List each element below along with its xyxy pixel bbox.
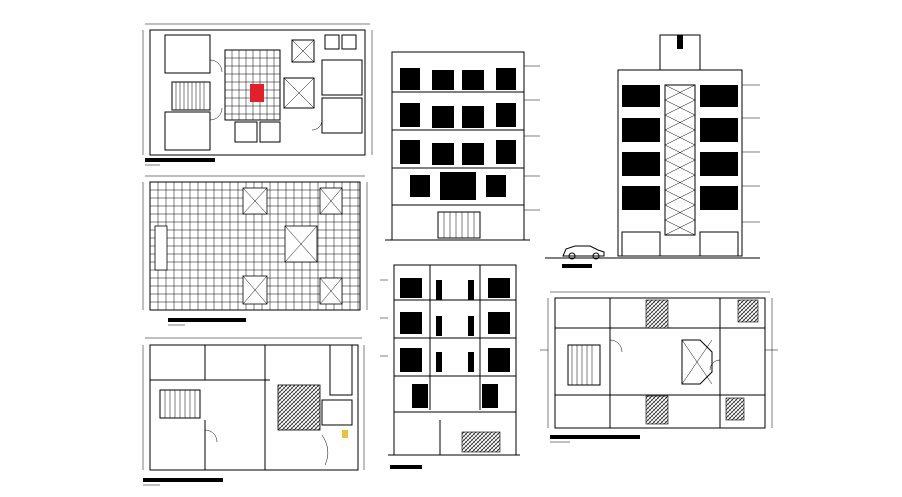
- elevation-side: [545, 34, 760, 268]
- section: [380, 264, 520, 469]
- elevation-front: [385, 51, 540, 241]
- car-icon: [562, 245, 605, 260]
- side-windows: [622, 85, 738, 210]
- plan-typical: [142, 337, 365, 486]
- marker-tag: [342, 430, 348, 438]
- front-windows: [400, 68, 516, 200]
- plan-roof: [142, 175, 368, 326]
- core-tiles: [224, 49, 281, 121]
- section-openings: [400, 278, 510, 408]
- plan-upper: [540, 291, 778, 443]
- hatched-core: [277, 384, 321, 431]
- lattice-shaft: [664, 84, 696, 236]
- stair-ground: [171, 81, 211, 111]
- highlight-block: [250, 84, 264, 102]
- plan-ground: [142, 23, 373, 166]
